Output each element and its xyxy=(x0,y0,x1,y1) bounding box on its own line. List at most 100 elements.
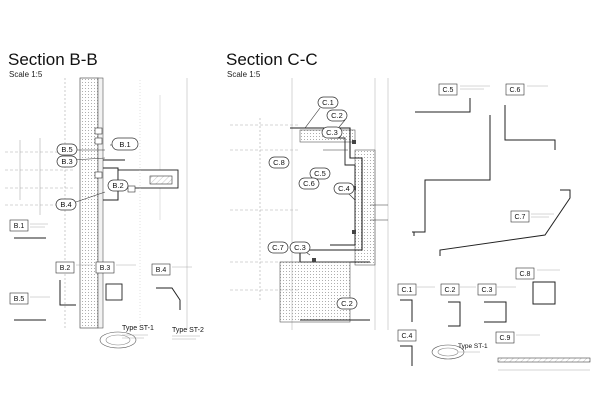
detail-b1-label: B.1 xyxy=(14,223,25,230)
detail-b2-label: B.2 xyxy=(60,265,71,272)
lower-insulation xyxy=(279,261,351,323)
detail-c5-profile xyxy=(415,98,471,113)
callout-b4 xyxy=(55,198,77,211)
detail-b4-label: B.4 xyxy=(156,267,167,274)
callout-c6-label: C.6 xyxy=(303,179,315,188)
detail-c5-label: C.5 xyxy=(443,87,454,94)
callout-c3-top-label: C.3 xyxy=(326,128,338,137)
type-st2-label: Type ST-2 xyxy=(172,327,204,334)
callout-c1 xyxy=(317,96,339,109)
detail-c8-tag xyxy=(515,267,535,280)
callout-c2-top-label: C.2 xyxy=(331,111,343,120)
sheathing-layer xyxy=(97,77,104,329)
c-profile-inner xyxy=(330,137,356,246)
detail-c9-plate xyxy=(497,357,591,363)
detail-c4-tag xyxy=(397,329,417,342)
detail-c7-profile xyxy=(439,189,571,256)
detail-c4-profile xyxy=(400,345,413,366)
detail-c7-tag xyxy=(510,210,530,223)
detail-c8-label: C.8 xyxy=(520,271,531,278)
fixings xyxy=(312,140,356,262)
section-c-details: C.5 C.6 C.7 C.8 C.1 xyxy=(397,83,591,371)
callout-b2 xyxy=(107,179,129,192)
callout-b1-label: B.1 xyxy=(119,140,130,149)
steel-beam-end xyxy=(149,175,173,185)
callout-b5-top-label: B.5 xyxy=(61,145,72,154)
callout-c4-label: C.4 xyxy=(338,184,350,193)
callout-b3 xyxy=(56,155,78,168)
insulation-layer xyxy=(79,77,99,329)
detail-c1-tag xyxy=(397,283,417,296)
detail-c3-label: C.3 xyxy=(482,287,493,294)
callout-b3-label: B.3 xyxy=(61,157,72,166)
callout-c6 xyxy=(298,177,320,190)
leader-line xyxy=(72,157,106,161)
detail-c6-label: C.6 xyxy=(510,87,521,94)
detail-b5-tag xyxy=(9,292,29,305)
section-b-scale: Scale 1:5 xyxy=(9,70,43,79)
detail-b2-angle xyxy=(59,280,76,306)
detail-b5-label: B.5 xyxy=(14,296,25,303)
section-b-details: B.1 B.2 B.3 B.4 B.5 Type ST-1 Typ xyxy=(9,219,204,349)
callout-b4-label: B.4 xyxy=(60,200,71,209)
detail-c3-tag xyxy=(477,283,497,296)
st1-symbol-c-inner xyxy=(437,347,459,357)
c-profile-outline xyxy=(290,127,370,263)
type-st1-c-label: Type ST-1 xyxy=(458,343,488,350)
callout-c4 xyxy=(333,182,355,195)
detail-c2-tag xyxy=(440,283,460,296)
callout-c3-top xyxy=(321,126,343,139)
detail-c1-profile xyxy=(400,299,413,322)
detail-b4-tag xyxy=(151,263,171,276)
callout-c2 xyxy=(336,297,358,310)
detail-b3-bracket xyxy=(105,283,123,301)
section-b-title: Section B-B xyxy=(8,50,98,69)
detail-c7-label: C.7 xyxy=(515,214,526,221)
detail-c6-tag xyxy=(505,83,525,96)
st1-symbol xyxy=(99,331,137,349)
callout-c2-top xyxy=(326,109,348,122)
callout-b1 xyxy=(111,137,139,151)
detail-c3-profile xyxy=(484,301,507,323)
detail-b3-label: B.3 xyxy=(100,265,111,272)
section-c-callouts: C.1 C.2 C.3 C.8 C.5 C.6 C.4 C.7 C.3 C.2 xyxy=(267,96,358,310)
callout-b5-top xyxy=(56,143,78,156)
insulation-layer xyxy=(354,149,376,266)
section-c-drawing xyxy=(230,78,389,330)
leader-line xyxy=(72,191,106,204)
callout-b2-label: B.2 xyxy=(112,181,123,190)
detail-b4-profile xyxy=(156,287,181,310)
section-c-scale: Scale 1:5 xyxy=(227,70,261,79)
detail-c9-label: C.9 xyxy=(500,335,511,342)
callout-c3 xyxy=(289,241,311,254)
detail-c2-label: C.2 xyxy=(445,287,456,294)
detail-c5-tag xyxy=(438,83,458,96)
callout-c3-label: C.3 xyxy=(294,243,306,252)
detail-c9-tag xyxy=(495,331,515,344)
section-c-title: Section C-C xyxy=(226,50,318,69)
callout-c2-label: C.2 xyxy=(341,299,353,308)
section-b-callouts: B.1 B.5 B.3 B.2 B.4 xyxy=(55,137,139,211)
detail-c6-profile xyxy=(504,105,556,150)
tag-marks xyxy=(94,127,136,193)
type-st1-label: Type ST-1 xyxy=(122,325,154,332)
detail-b1-tag xyxy=(9,219,29,232)
leader-line xyxy=(304,107,321,129)
detail-c1-label: C.1 xyxy=(402,287,413,294)
detail-b2-tag xyxy=(55,261,75,274)
callout-c1-label: C.1 xyxy=(322,98,334,107)
detail-c2-profile xyxy=(448,301,461,327)
detail-long-profile xyxy=(412,115,491,233)
st1-symbol-inner xyxy=(105,334,131,346)
callout-c5 xyxy=(309,167,331,180)
callout-c7 xyxy=(267,241,289,254)
detail-c8-bracket xyxy=(532,281,556,305)
callout-c8-label: C.8 xyxy=(273,158,285,167)
detail-b3-tag xyxy=(95,261,115,274)
callout-c7-label: C.7 xyxy=(272,243,284,252)
callout-c8 xyxy=(268,156,290,169)
callout-c5-label: C.5 xyxy=(314,169,326,178)
section-b-drawing xyxy=(5,77,188,330)
